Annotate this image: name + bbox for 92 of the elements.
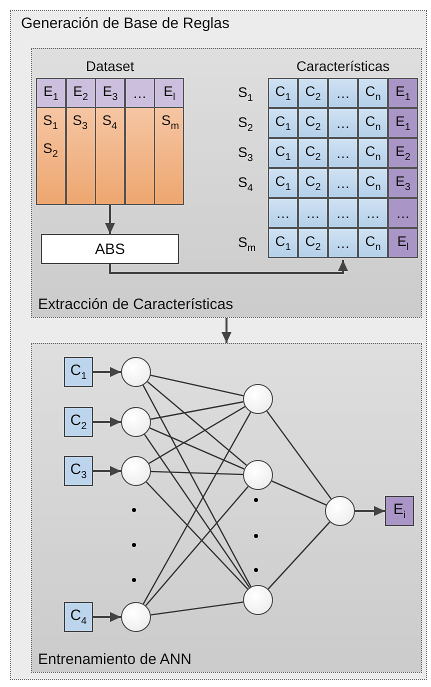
header-cell: E$_{l}$ [154, 78, 184, 108]
sample-label: S$_{2}$ [238, 114, 253, 134]
connection-line [150, 401, 244, 420]
table-heading: Dataset [84, 58, 136, 74]
sample-label: S$_{4}$ [238, 174, 253, 194]
connection-line [150, 470, 244, 476]
sample-label: S$_{3}$ [72, 112, 88, 132]
connection-line [147, 381, 247, 466]
class-cell: E$_{1}$ [388, 78, 418, 108]
connection-line [268, 522, 330, 590]
feature-cell: … [328, 168, 358, 198]
feature-cell: … [298, 198, 328, 228]
sample-label: S$_{1}$ [43, 112, 58, 132]
sample-label: S$_{2}$ [43, 140, 58, 160]
feature-box: C$_{3}$ [64, 456, 93, 486]
output-box: E$_{i}$ [385, 496, 414, 526]
connection-line [146, 481, 248, 590]
feature-cell: C$_{2}$ [298, 78, 328, 108]
dataset-table [36, 58, 184, 205]
sample-label: S$_{4}$ [102, 112, 118, 132]
feature-cell: … [328, 78, 358, 108]
connection-line [145, 486, 249, 606]
arrow [93, 612, 121, 622]
feature-cell: C$_{n}$ [358, 78, 388, 108]
connection-line [144, 434, 250, 588]
sample-label: S$_{m}$ [238, 234, 256, 254]
feature-cell: … [268, 198, 298, 228]
feature-cell: … [328, 138, 358, 168]
connection-line [150, 427, 244, 470]
neuron-circle [243, 460, 273, 490]
arrow [93, 417, 121, 427]
feature-cell: C$_{n}$ [358, 168, 388, 198]
features-table [268, 58, 418, 260]
class-cell: E$_{1}$ [388, 108, 418, 138]
feature-cell: C$_{2}$ [298, 228, 328, 258]
sample-label: S$_{m}$ [161, 112, 180, 132]
feature-cell: C$_{1}$ [268, 78, 298, 108]
connection-line [266, 410, 332, 500]
panel-title: Entrenamiento de ANN [38, 651, 192, 668]
sample-label: S$_{1}$ [238, 84, 253, 104]
feature-cell: C$_{2}$ [298, 108, 328, 138]
outer-panel [10, 10, 427, 680]
class-cell: E$_{3}$ [388, 168, 418, 198]
arrow [93, 466, 121, 476]
section-panel [31, 48, 422, 318]
feature-cell: C$_{1}$ [268, 168, 298, 198]
feature-cell: C$_{n}$ [358, 228, 388, 258]
connection-line [150, 374, 244, 396]
feature-cell: … [328, 198, 358, 228]
neuron-circle [243, 585, 273, 615]
connection-line [148, 406, 246, 464]
arrow [222, 318, 232, 343]
process-box: ABS [41, 234, 179, 264]
panel-title: Extracción de Características [38, 296, 234, 313]
arrow [109, 260, 348, 274]
class-cell: … [388, 198, 418, 228]
neuron-circle [121, 357, 151, 387]
feature-cell: … [328, 108, 358, 138]
feature-cell: … [358, 198, 388, 228]
connection-line [271, 480, 327, 506]
feature-cell: C$_{1}$ [268, 108, 298, 138]
feature-cell: C$_{n}$ [358, 108, 388, 138]
arrow [93, 367, 121, 377]
class-cell: E$_{2}$ [388, 138, 418, 168]
class-cell: E$_{l}$ [388, 228, 418, 258]
header-cell: E$_{1}$ [36, 78, 66, 108]
feature-cell: … [328, 228, 358, 258]
neuron-circle [121, 456, 151, 486]
feature-box: C$_{1}$ [64, 357, 93, 387]
feature-cell: C$_{1}$ [268, 138, 298, 168]
connection-line [142, 384, 252, 588]
table-heading: Características [295, 58, 391, 74]
feature-cell: C$_{2}$ [298, 168, 328, 198]
neuron-circle [121, 407, 151, 437]
neuron-circle [325, 496, 355, 526]
header-cell: … [124, 78, 155, 108]
connection-line [150, 601, 244, 616]
connection-line [142, 412, 252, 604]
section-panel [31, 343, 422, 673]
panel-title: Generación de Base de Reglas [21, 15, 230, 32]
arrow [355, 506, 385, 516]
feature-cell: C$_{1}$ [268, 228, 298, 258]
feature-box: C$_{4}$ [64, 602, 93, 632]
neuron-circle [121, 602, 151, 632]
header-cell: E$_{3}$ [95, 78, 126, 108]
feature-cell: C$_{2}$ [298, 138, 328, 168]
arrow [105, 205, 115, 234]
header-cell: E$_{2}$ [66, 78, 96, 108]
neuron-circle [243, 384, 273, 414]
sample-label: S$_{3}$ [238, 144, 253, 164]
feature-box: C$_{2}$ [64, 407, 93, 437]
feature-cell: C$_{n}$ [358, 138, 388, 168]
